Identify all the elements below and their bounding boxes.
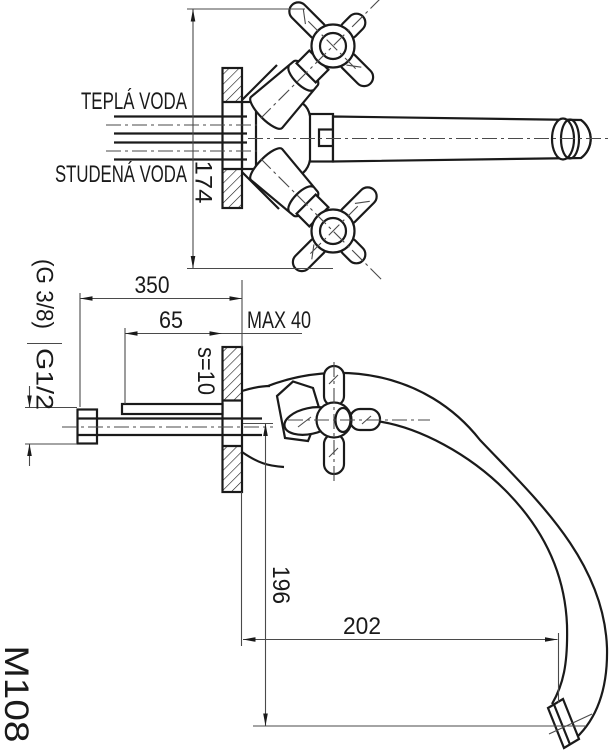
dimension-174: 174 <box>187 8 333 270</box>
dimension-thread: (G 3/8) G1/2 <box>25 259 77 466</box>
supply-pipes <box>114 115 247 161</box>
union-nut <box>76 408 99 445</box>
hex-size-text: s=10 <box>192 347 219 395</box>
hot-water-label: TEPLÁ VODA <box>81 88 187 115</box>
spout-top-view <box>308 112 592 163</box>
body-edge-lower <box>241 171 280 210</box>
side-view: 350 65 MAX 40 s=10 (G 3/8) G1/2 <box>25 259 609 750</box>
wall-plate-top <box>221 66 258 210</box>
dimension-350: 350 <box>79 272 243 407</box>
thread-size-text: G1/2 <box>31 348 58 410</box>
depth-dimension-text: 350 <box>135 272 170 299</box>
max-wall-thickness-text: MAX 40 <box>247 307 311 334</box>
spout-outlet-nozzle <box>546 697 593 750</box>
dimension-65-max40: 65 MAX 40 <box>124 307 311 404</box>
body-rear-flange <box>240 100 258 171</box>
spout-side-view <box>241 371 609 750</box>
dimension-202: 202 <box>240 492 560 703</box>
reach-dimension-text: 202 <box>343 613 381 640</box>
model-number-text: M108 <box>0 646 35 743</box>
eccentric-union-bar <box>120 402 224 416</box>
dimension-196: 196 <box>243 422 586 727</box>
inlet-pipe <box>97 402 262 437</box>
height-dimension-text: 174 <box>190 161 217 204</box>
set-screw <box>317 128 335 148</box>
top-view: 174 TEPLÁ VODA STUDENÁ VODA <box>55 0 612 318</box>
body-edge-upper <box>241 64 278 101</box>
drop-dimension-text: 196 <box>267 566 294 604</box>
cold-water-label: STUDENÁ VODA <box>55 161 187 188</box>
thread-size-alt-text: (G 3/8) <box>31 259 58 329</box>
union-length-dimension-text: 65 <box>159 307 183 334</box>
cross-handle-front <box>275 362 430 482</box>
